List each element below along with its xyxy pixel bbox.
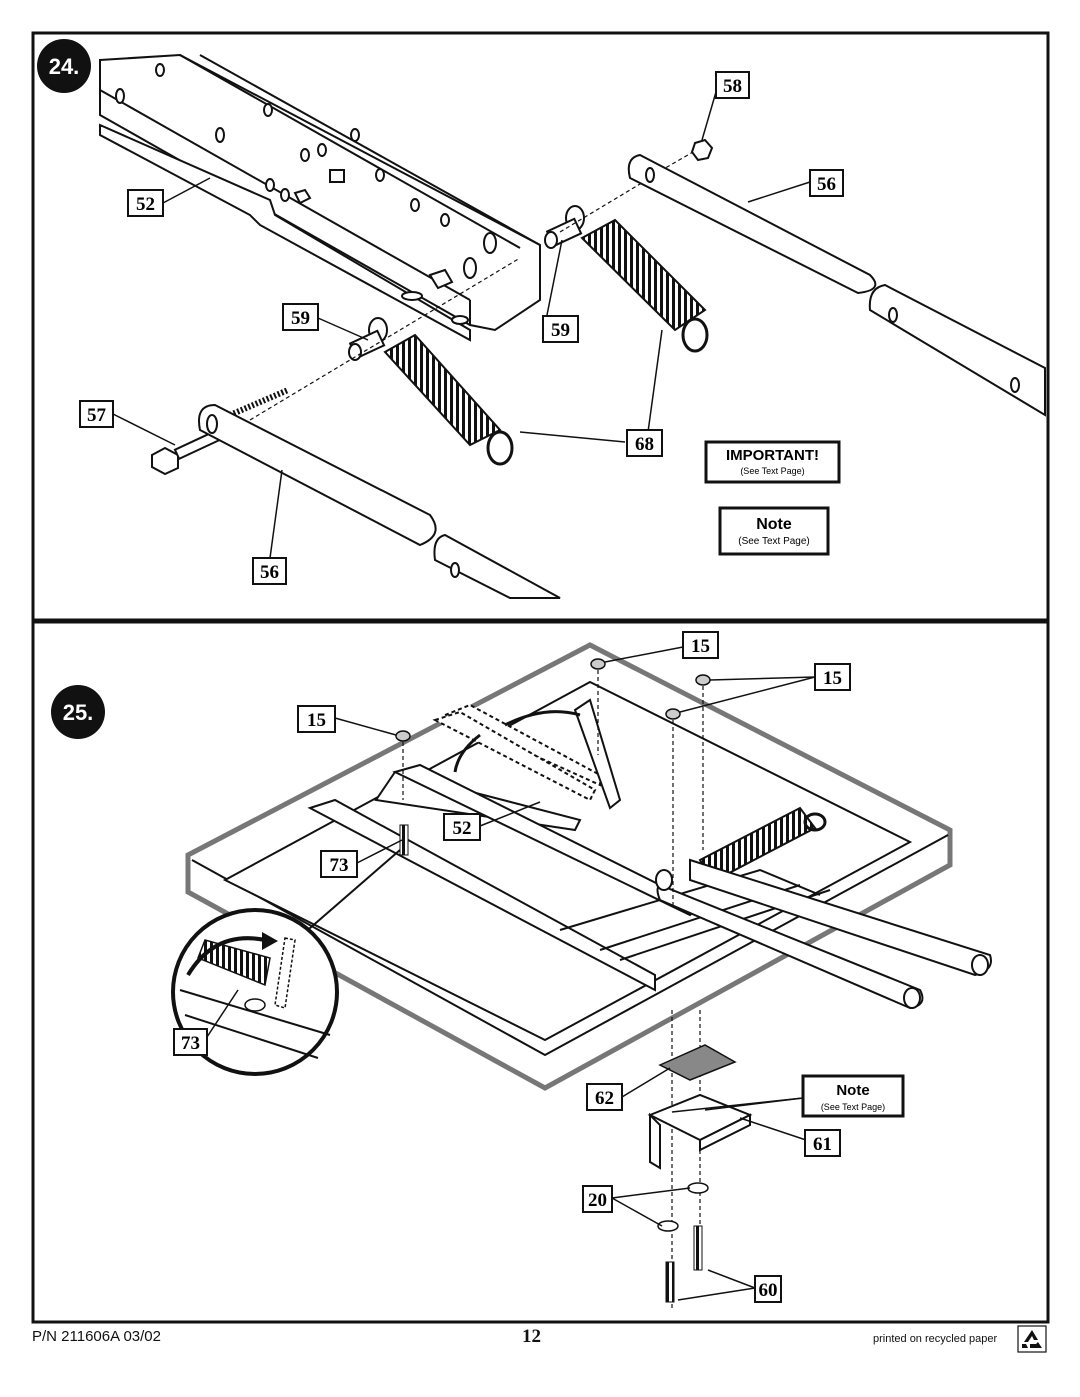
svg-text:20: 20 <box>588 1190 607 1211</box>
callout-61: 61 <box>804 1129 841 1157</box>
callout-59-left: 59 <box>282 303 319 331</box>
svg-text:Note: Note <box>836 1082 869 1099</box>
callout-62: 62 <box>586 1083 623 1111</box>
recycle-icon <box>1017 1325 1047 1353</box>
nut-58 <box>690 138 714 162</box>
step-25-badge: 25. <box>51 685 105 739</box>
callout-56-lower: 56 <box>252 557 287 585</box>
spring-lower <box>383 333 514 466</box>
part-number: P/N 211606A 03/02 <box>32 1328 161 1345</box>
callout-20: 20 <box>582 1185 613 1213</box>
svg-text:Note: Note <box>756 516 792 533</box>
spring-upper <box>580 218 709 353</box>
tube-upper <box>627 153 1046 417</box>
recycled-paper-note: printed on recycled paper <box>873 1333 998 1345</box>
bolt-57 <box>151 387 290 476</box>
detail-magnifier <box>171 849 401 1076</box>
bolts-60 <box>665 1225 703 1303</box>
callout-59-right: 59 <box>542 315 579 343</box>
callout-73-upper: 73 <box>320 850 358 878</box>
callout-56-upper: 56 <box>809 169 844 197</box>
svg-text:15: 15 <box>823 668 842 689</box>
svg-text:56: 56 <box>260 562 279 583</box>
svg-text:52: 52 <box>453 818 472 839</box>
wing-nuts-15 <box>395 658 711 742</box>
callout-60: 60 <box>754 1275 782 1303</box>
callout-73-lower: 73 <box>173 1028 208 1056</box>
pin-upper <box>544 205 585 249</box>
important-box: IMPORTANT! (See Text Page) <box>704 440 841 484</box>
svg-text:59: 59 <box>291 308 310 329</box>
step-24-badge: 24. <box>37 39 91 93</box>
svg-text:15: 15 <box>307 710 326 731</box>
svg-text:68: 68 <box>635 434 654 455</box>
svg-text:52: 52 <box>136 194 155 215</box>
svg-text:(See Text Page): (See Text Page) <box>740 466 804 476</box>
note-box-step25: Note (See Text Page) <box>801 1074 905 1118</box>
svg-text:25.: 25. <box>63 700 94 725</box>
svg-text:IMPORTANT!: IMPORTANT! <box>726 447 819 464</box>
svg-text:(See Text Page): (See Text Page) <box>738 536 810 547</box>
pin-lower <box>348 317 388 361</box>
svg-text:73: 73 <box>181 1033 200 1054</box>
bracket-52 <box>374 698 702 917</box>
callout-52-step25: 52 <box>443 813 481 841</box>
svg-text:59: 59 <box>551 320 570 341</box>
svg-text:57: 57 <box>87 405 107 426</box>
callout-57: 57 <box>79 400 114 428</box>
callout-68: 68 <box>626 429 663 457</box>
svg-text:24.: 24. <box>49 54 80 79</box>
page-number: 12 <box>522 1326 541 1347</box>
note-box-step24: Note (See Text Page) <box>718 506 830 556</box>
bolt-73 <box>399 824 409 856</box>
plate-62 <box>658 1044 737 1081</box>
svg-text:62: 62 <box>595 1088 614 1109</box>
svg-text:(See Text Page): (See Text Page) <box>821 1102 885 1112</box>
callout-15-top: 15 <box>682 631 719 659</box>
callout-58: 58 <box>715 71 750 99</box>
step-24-panel: 24. <box>31 31 1050 622</box>
leader-lines-25 <box>204 646 816 1301</box>
leader-lines-24 <box>112 91 811 559</box>
svg-text:61: 61 <box>813 1134 832 1155</box>
svg-text:73: 73 <box>330 855 349 876</box>
svg-text:58: 58 <box>723 76 742 97</box>
step-25-panel: 25. <box>31 620 1050 1324</box>
callout-15-right: 15 <box>814 663 851 691</box>
frame-rail <box>99 53 541 342</box>
leg-tubes <box>655 858 992 1010</box>
svg-text:60: 60 <box>759 1280 778 1301</box>
tube-lower <box>198 403 561 599</box>
svg-text:56: 56 <box>817 174 836 195</box>
base-frame <box>185 642 953 1091</box>
svg-text:15: 15 <box>691 636 710 657</box>
callout-15-left: 15 <box>297 705 336 733</box>
callout-52-step24: 52 <box>127 189 164 217</box>
